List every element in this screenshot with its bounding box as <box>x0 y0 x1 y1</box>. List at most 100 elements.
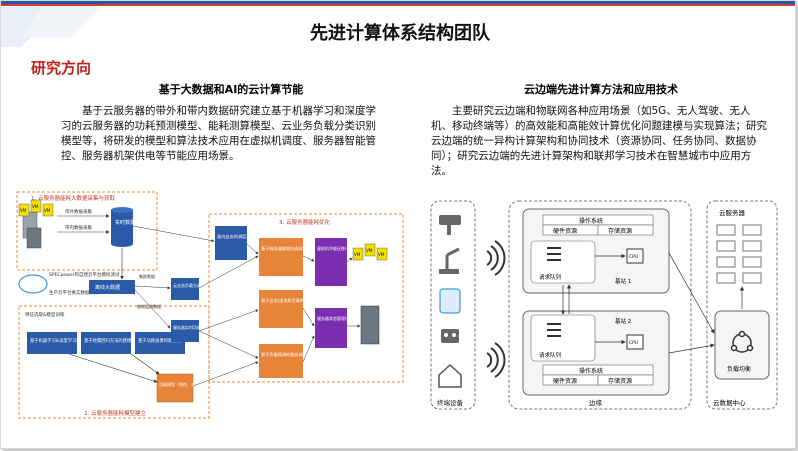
vm-label: VM <box>44 208 51 213</box>
edge-diagram: 终端设备 边缘 操作系统 硬件资源 存储资源 请求队列 CPU 基站 1 <box>430 200 778 410</box>
tablet-icon <box>439 288 461 314</box>
storage-label: 存储资源 <box>608 227 632 235</box>
robot-arm-icon <box>439 247 460 274</box>
station1-label: 基站 1 <box>615 277 631 285</box>
train-box-2 <box>81 332 131 354</box>
camera-icon <box>439 215 461 235</box>
feature-label: 特征选取&模型训练 <box>25 311 65 318</box>
group3-box <box>208 213 404 383</box>
left-paragraph: 基于云服务器的带外和带内数据研究建立基于机器学习和深度学习的云服务器的功耗预测模… <box>61 105 376 162</box>
group1-title: 1. 云服务器能耗大数据采集与获取 <box>31 194 115 202</box>
network-icon <box>730 330 754 353</box>
dc-label: 云数据中心 <box>713 398 746 407</box>
cloud-server-label: 云服务器 <box>719 208 746 217</box>
energy-diagram: 1. 云服务器能耗大数据采集与获取 VM VM VM 带外数据采集 带内数据采集… <box>16 191 404 419</box>
queue-box-2 <box>530 314 596 362</box>
home-icon <box>438 363 462 388</box>
vm-label: VM <box>32 204 39 209</box>
opt-label-3: 基于负载预测的服务器节能 <box>261 351 312 358</box>
right-title: 云边端先进计算方法和应用技术 <box>524 83 678 96</box>
edge-panel <box>508 200 692 410</box>
flow-a-label: 集群数据 <box>139 273 155 279</box>
offline-data-box <box>89 280 135 294</box>
right-paragraph: 主要研究云边端和物联网各种应用场景（如5G、无人驾驶、无人机、移动终端等）的高效… <box>431 105 767 177</box>
server-icon-right <box>360 305 380 345</box>
mid-label: 面向业务的调度功耗估算 <box>217 233 263 240</box>
analysis-label-2: 服务器实时功耗预测 <box>173 324 209 330</box>
train-label-3: 基于功耗画像的能建模 <box>138 337 182 344</box>
group3-title: 3. 云服务器能耗优化 <box>279 218 330 226</box>
vm-label: VM <box>20 208 27 213</box>
analysis-box-2 <box>171 320 199 342</box>
arrow-outband-label: 带外数据采集 <box>65 208 92 215</box>
storage-label-2: 存储资源 <box>608 377 632 385</box>
realtime-db-label: 实时数据 <box>115 219 135 226</box>
vm-label: VM <box>378 252 385 257</box>
terminal-panel <box>430 200 476 410</box>
queue-label-1: 请求队列 <box>539 273 562 281</box>
hw-label: 硬件资源 <box>553 227 577 235</box>
offline-data-label: 离线大数据 <box>95 284 120 291</box>
arrow-inband-label: 带内数据采集 <box>65 224 92 231</box>
analysis-box-1 <box>171 278 199 300</box>
vm-stack-left: VM VM VM <box>18 199 54 217</box>
top-bar-blue <box>1 1 795 4</box>
realtime-db: 实时数据 <box>111 207 135 247</box>
right-text: 主要研究云边端和物联网各种应用场景（如5G、无人驾驶、无人机、移动终端等）的高效… <box>431 104 771 179</box>
opt-box-1 <box>259 238 303 276</box>
mid-box <box>215 226 247 260</box>
top-bar <box>1 1 795 7</box>
cloud-data-label: 生产云平台真实数据采集 <box>49 289 99 296</box>
connection-lines <box>132 225 361 387</box>
vm-label: VM <box>354 252 361 257</box>
left-text: 基于云服务器的带外和带内数据研究建立基于机器学习和深度学习的云服务器的功耗预测模… <box>61 104 381 164</box>
left-title: 基于大数据和AI的云计算节能 <box>158 83 304 96</box>
lb-label: 负载均衡 <box>727 365 751 373</box>
top-bar-red <box>1 4 795 6</box>
flow-b-label: 能耗监测数据 <box>137 303 161 309</box>
cpu-label: CPU <box>629 254 638 260</box>
train-label-2: 基于经典回归方法的建模 <box>84 337 132 344</box>
dc-panel <box>706 200 778 410</box>
queue-label-2: 请求队列 <box>539 351 562 359</box>
station2-label: 基站 2 <box>615 317 631 325</box>
vm-stack-right: VM VM VM <box>352 243 388 261</box>
lb-box <box>714 310 770 380</box>
list-icon <box>547 323 561 337</box>
page-title: 先进计算体系结构团队 <box>310 23 490 44</box>
robot-icon <box>441 329 459 343</box>
hw-label-2: 硬件资源 <box>553 377 577 385</box>
train-box-1 <box>27 332 77 354</box>
queue-box-1 <box>530 240 596 284</box>
opt-label-1: 基于服务器能效的虚拟机调度优化 <box>261 245 325 252</box>
wifi-icon-top <box>486 240 506 276</box>
opt-box-2 <box>259 290 303 328</box>
cpu-icon: CPU <box>626 248 644 264</box>
storage-bar-2 <box>597 374 654 386</box>
corner-decoration <box>1 7 101 47</box>
result-box-1 <box>315 238 347 286</box>
section-label: 研究方向 <box>31 59 92 77</box>
group2-title: 2. 云服务器能耗模型建立 <box>84 409 146 417</box>
train-label-1: 基于机器学习&深度学习的建模 <box>30 337 90 344</box>
vm-label: VM <box>366 248 373 253</box>
cloud-icon <box>18 274 48 294</box>
spec-label: SPECpower和自建云平台模拟测试 <box>49 271 120 278</box>
server-icon <box>22 211 42 249</box>
cpu-label: CPU <box>629 340 638 346</box>
wifi-icon-bottom <box>486 342 506 378</box>
result-label-2: 服务器状态管理(DVFS，休眠，关机) <box>317 315 383 321</box>
analysis-label-1: 云业务负载分类识别 <box>173 282 209 288</box>
result-box-2 <box>315 308 347 348</box>
opt-box-3 <box>259 344 303 378</box>
model-label: 功耗模型（线性、非线性） <box>159 381 207 387</box>
cpu-icon: CPU <box>626 334 644 350</box>
opt-label-2: 基于业务/虚拟机负载的服务器智能管控 <box>261 297 334 304</box>
model-box <box>156 373 194 403</box>
os-label: 操作系统 <box>579 217 603 225</box>
list-icon <box>547 247 561 261</box>
terminal-label: 终端设备 <box>437 398 464 407</box>
os-label-2: 操作系统 <box>579 367 603 375</box>
storage-bar <box>597 224 654 236</box>
